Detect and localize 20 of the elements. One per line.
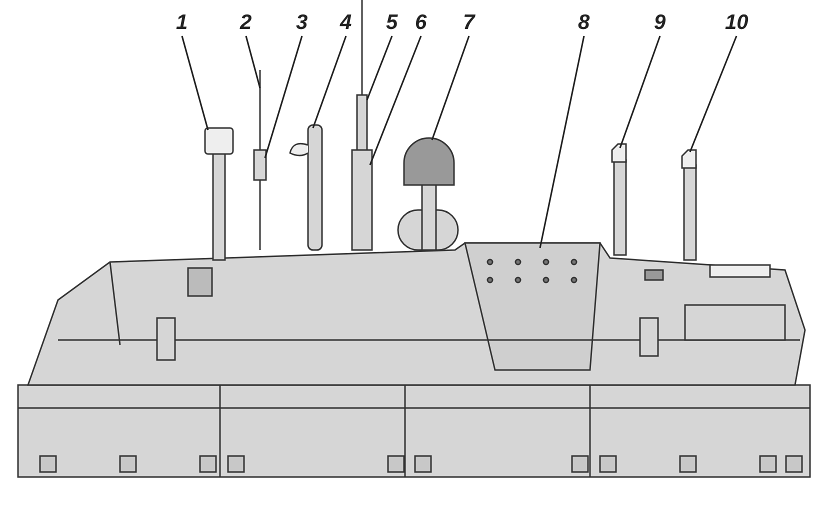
leader-line bbox=[619, 36, 661, 148]
callout-number: 6 bbox=[415, 12, 427, 34]
leader-line bbox=[264, 36, 303, 158]
leader-line bbox=[181, 36, 209, 130]
leader-line bbox=[312, 36, 347, 128]
callout-number: 3 bbox=[296, 12, 308, 34]
callout-number: 5 bbox=[386, 12, 398, 34]
callout-number: 10 bbox=[725, 12, 748, 34]
leader-line bbox=[366, 36, 393, 100]
leader-line bbox=[369, 36, 422, 166]
leader-line bbox=[689, 36, 738, 152]
callout-number: 8 bbox=[578, 12, 590, 34]
leader-line bbox=[431, 36, 470, 140]
callout-number: 1 bbox=[176, 12, 188, 34]
callout-number: 9 bbox=[654, 12, 666, 34]
leader-line bbox=[245, 36, 261, 88]
leader-line bbox=[539, 36, 585, 248]
callout-number: 2 bbox=[240, 12, 252, 34]
callout-number: 7 bbox=[463, 12, 475, 34]
callout-number: 4 bbox=[340, 12, 352, 34]
